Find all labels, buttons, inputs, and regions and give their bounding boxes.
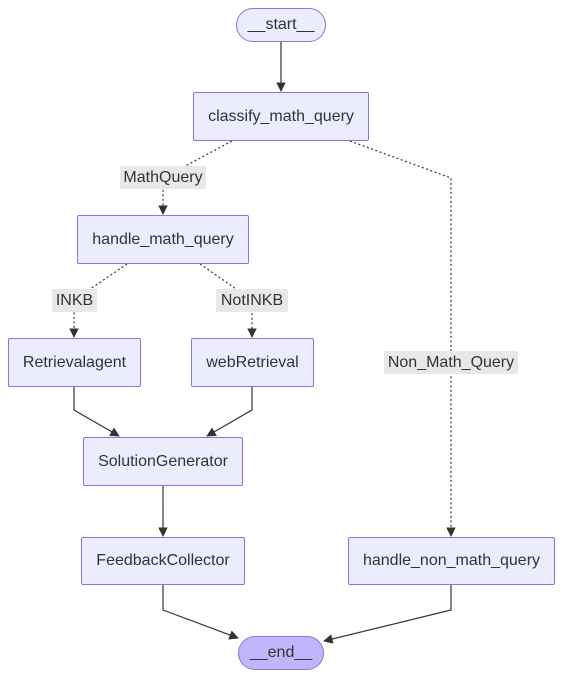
node-classify-math-query[interactable]: classify_math_query <box>193 92 369 141</box>
node-start-label: __start__ <box>247 16 315 33</box>
edge-label-inkb: INKB <box>52 289 97 312</box>
node-retrievalagent-label: Retrievalagent <box>22 353 127 371</box>
edge-handle-non-math-to-end <box>323 585 452 644</box>
node-handle-math-query[interactable]: handle_math_query <box>77 215 249 264</box>
node-feedbackcollector-label: FeedbackCollector <box>96 552 230 569</box>
edge-feedbackcollector-to-end <box>162 585 239 640</box>
node-handle-non-math-query-label: handle_non_math_query <box>362 552 541 569</box>
node-solutiongenerator[interactable]: SolutionGenerator <box>83 437 243 486</box>
edge-label-mathquery: MathQuery <box>120 166 206 189</box>
node-handle-math-query-label: handle_math_query <box>92 230 234 248</box>
node-webretrieval-label: webRetrieval <box>206 353 299 371</box>
edge-webretrieval-to-solutiongenerator <box>206 387 253 437</box>
node-end[interactable]: __end__ <box>238 636 324 670</box>
edge-label-notinkb: NotINKB <box>216 289 288 312</box>
node-start[interactable]: __start__ <box>236 8 326 42</box>
node-handle-non-math-query[interactable]: handle_non_math_query <box>348 537 555 585</box>
edge-label-non-math-query: Non_Math_Query <box>384 351 518 374</box>
node-classify-math-query-label: classify_math_query <box>208 107 354 125</box>
node-feedbackcollector[interactable]: FeedbackCollector <box>81 537 245 585</box>
node-webretrieval[interactable]: webRetrieval <box>191 338 314 387</box>
node-retrievalagent[interactable]: Retrievalagent <box>8 338 141 387</box>
node-end-label: __end__ <box>249 644 313 661</box>
node-solutiongenerator-label: SolutionGenerator <box>98 452 228 470</box>
edge-retrievalagent-to-solutiongenerator <box>73 387 120 437</box>
edge-classify-to-handle-non-math <box>349 140 456 537</box>
